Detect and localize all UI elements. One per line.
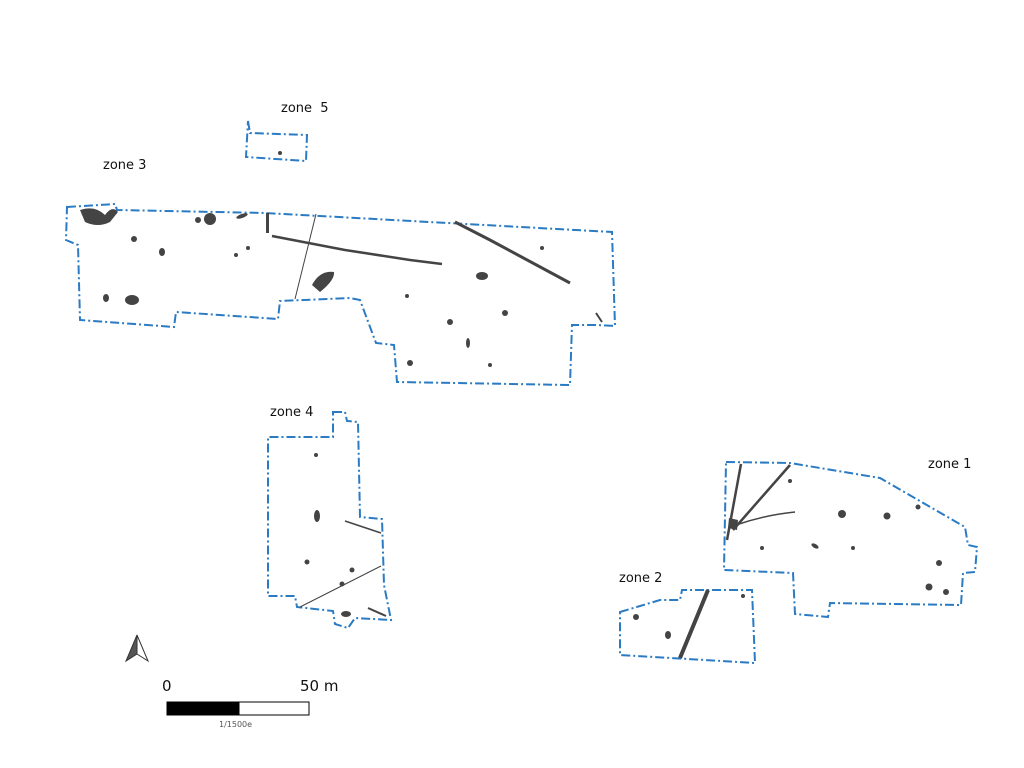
- north-arrow-icon: [124, 634, 150, 663]
- scale-bar: [166, 701, 310, 716]
- scale-ratio: 1/1500e: [219, 720, 253, 729]
- zone-4-label: zone 4: [270, 405, 314, 420]
- zone-1-label: zone 1: [928, 457, 972, 472]
- scale-end-label: 50 m: [300, 677, 339, 695]
- zone-2-boundary: [619, 589, 757, 665]
- zone-1-boundary: [722, 460, 979, 619]
- zone-3-boundary: [64, 202, 617, 387]
- zone-3-label: zone 3: [103, 158, 147, 173]
- zone-5-label: zone 5: [281, 101, 329, 116]
- zone-5-boundary: [244, 120, 309, 163]
- scale-start-label: 0: [162, 677, 172, 695]
- zone-4-boundary: [267, 411, 393, 630]
- zone-2-label: zone 2: [619, 571, 663, 586]
